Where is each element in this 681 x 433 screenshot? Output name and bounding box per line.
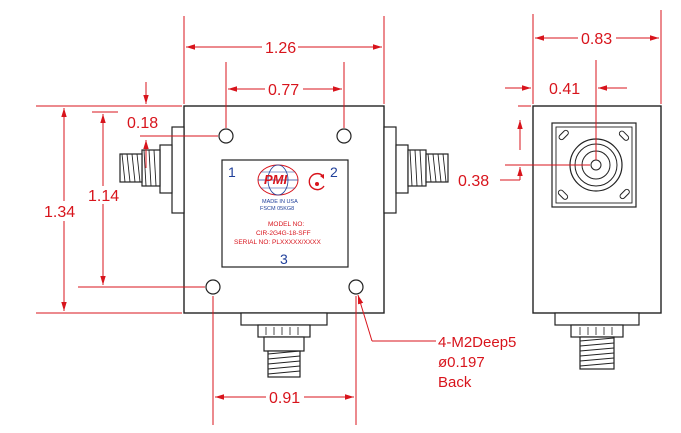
front-dimensions: 1.26 0.77 1.34 1.14 0.18 0.91 (36, 16, 436, 425)
dim-hole-spacing-top: 0.77 (268, 82, 299, 99)
dim-front-width: 1.26 (265, 40, 296, 57)
circulator-symbol-icon (308, 172, 325, 191)
flange-screw-slots (557, 129, 630, 200)
port-3-label: 3 (280, 251, 288, 267)
dim-connector-height: 1.14 (88, 188, 119, 205)
dim-hole-spacing-bottom: 0.91 (269, 390, 300, 407)
mounting-hole-top-right (336, 128, 352, 144)
hole-note-line1: 4-M2Deep5 (438, 334, 516, 351)
model-value-text: CIR-2G4G-18-SFF (256, 230, 311, 237)
logo-text: PMI (264, 172, 288, 187)
hole-note: 4-M2Deep5 ø0.197 Back (438, 334, 516, 391)
hole-note-line3: Back (438, 374, 472, 391)
bottom-connector (240, 312, 328, 378)
right-connector (383, 126, 449, 214)
mounting-hole-bottom-left (205, 279, 221, 295)
dim-side-half-width: 0.41 (549, 81, 580, 98)
dim-front-height: 1.34 (44, 204, 75, 221)
made-in-text: MADE IN USA (262, 199, 298, 205)
side-view (532, 105, 662, 370)
model-label-text: MODEL NO: (268, 221, 304, 228)
dim-side-width: 0.83 (581, 31, 612, 48)
hole-note-line2: ø0.197 (438, 354, 485, 371)
pmi-globe-logo: PMI (257, 164, 299, 196)
side-dimensions: 0.83 0.41 0.38 (456, 10, 662, 190)
port-2-label: 2 (330, 164, 338, 180)
dim-side-connector-height: 0.38 (458, 173, 489, 190)
port-1-label: 1 (228, 164, 236, 180)
front-view: 1 2 3 PMI MADE IN USA FSCM 05KG8 MODEL N… (119, 105, 449, 378)
side-bottom-connector (554, 312, 640, 370)
label-plate (221, 159, 349, 268)
left-connector (119, 126, 185, 214)
mounting-hole-top-left (218, 128, 234, 144)
serial-text: SERIAL NO: PLXXXXX/XXXX (234, 239, 321, 246)
dim-hole-offset: 0.18 (127, 115, 158, 132)
fscm-text: FSCM 05KG8 (260, 206, 294, 212)
mounting-hole-bottom-right (348, 279, 364, 295)
